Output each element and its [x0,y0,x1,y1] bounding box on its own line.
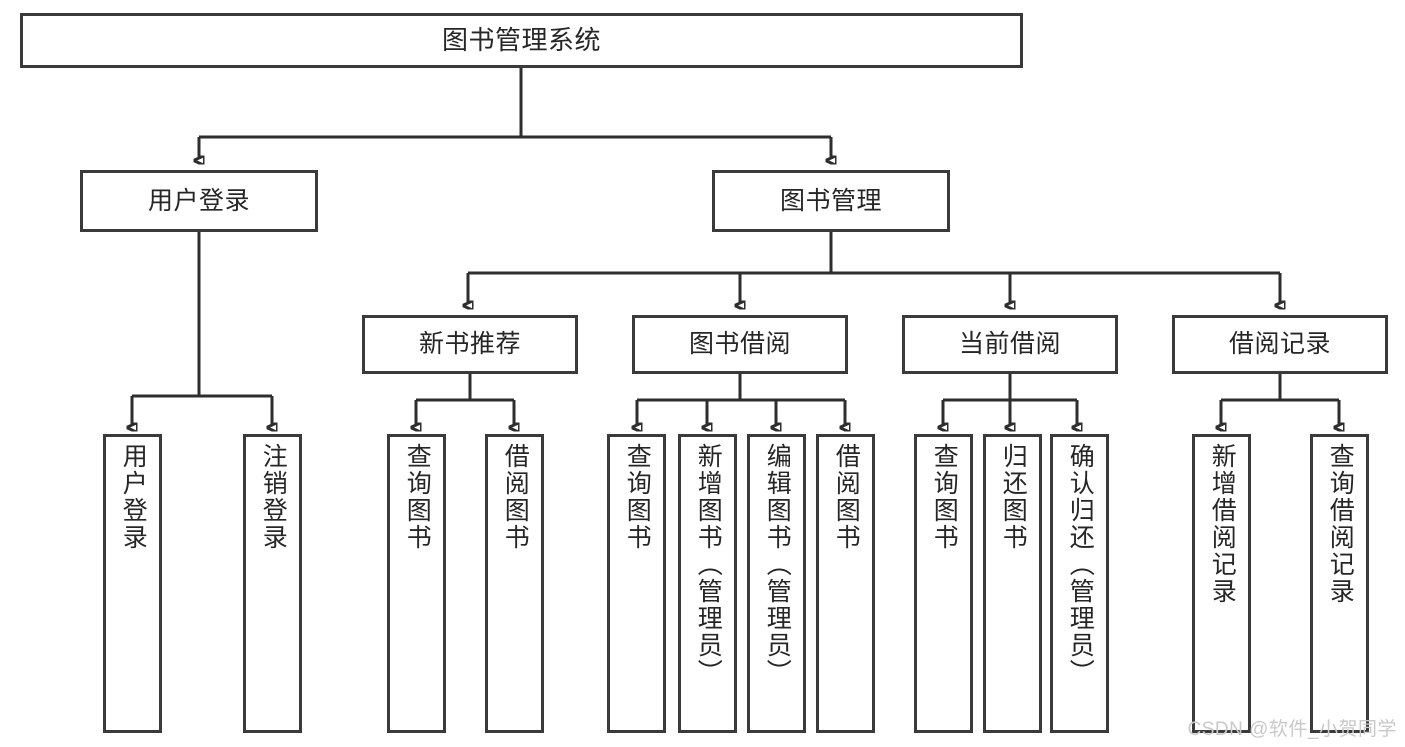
node-label: 新书推荐 [418,330,521,359]
node-label: 图书管理系统 [441,24,601,55]
node-label: 查询借阅记录 [1326,443,1355,605]
node-label: 确认归还（管理员） [1066,443,1095,686]
node-leaf-query-book-3[interactable]: 查询图书 [914,434,973,733]
node-leaf-user-login[interactable]: 用户登录 [103,434,162,733]
node-current-borrow[interactable]: 当前借阅 [902,315,1118,374]
watermark: CSDN @软件_小贺同学 [1187,719,1397,740]
node-borrow-record[interactable]: 借阅记录 [1172,315,1388,374]
node-label: 图书管理 [779,186,882,215]
node-leaf-add-borrow-record[interactable]: 新增借阅记录 [1192,434,1251,733]
node-leaf-confirm-return[interactable]: 确认归还（管理员） [1050,434,1109,733]
node-label: 归还图书 [999,443,1028,551]
node-book-management-system[interactable]: 图书管理系统 [20,13,1023,68]
node-leaf-query-borrow-record[interactable]: 查询借阅记录 [1310,434,1369,733]
node-leaf-add-book[interactable]: 新增图书（管理员） [678,434,737,733]
node-book-borrow[interactable]: 图书借阅 [632,315,848,374]
node-label: 借阅记录 [1228,330,1331,359]
node-leaf-query-book-2[interactable]: 查询图书 [607,434,666,733]
node-label: 查询图书 [403,443,432,551]
node-leaf-edit-book[interactable]: 编辑图书（管理员） [747,434,806,733]
node-book-management[interactable]: 图书管理 [712,170,950,232]
node-label: 新增图书（管理员） [694,443,723,686]
node-label: 查询图书 [623,443,652,551]
node-label: 用户登录 [147,186,250,215]
node-label: 编辑图书（管理员） [763,443,792,686]
node-new-book-recommend[interactable]: 新书推荐 [362,315,578,374]
node-label: 当前借阅 [958,330,1061,359]
node-leaf-borrow-book-1[interactable]: 借阅图书 [485,434,544,733]
node-label: 新增借阅记录 [1208,443,1237,605]
node-label: 用户登录 [119,443,148,551]
node-label: 借阅图书 [501,443,530,551]
node-leaf-query-book-1[interactable]: 查询图书 [387,434,446,733]
node-leaf-borrow-book-2[interactable]: 借阅图书 [816,434,875,733]
node-label: 注销登录 [259,443,288,551]
node-label: 借阅图书 [832,443,861,551]
node-leaf-return-book[interactable]: 归还图书 [983,434,1042,733]
node-leaf-logout-login[interactable]: 注销登录 [243,434,302,733]
node-user-login[interactable]: 用户登录 [80,170,318,232]
node-label: 查询图书 [930,443,959,551]
node-label: 图书借阅 [688,330,791,359]
